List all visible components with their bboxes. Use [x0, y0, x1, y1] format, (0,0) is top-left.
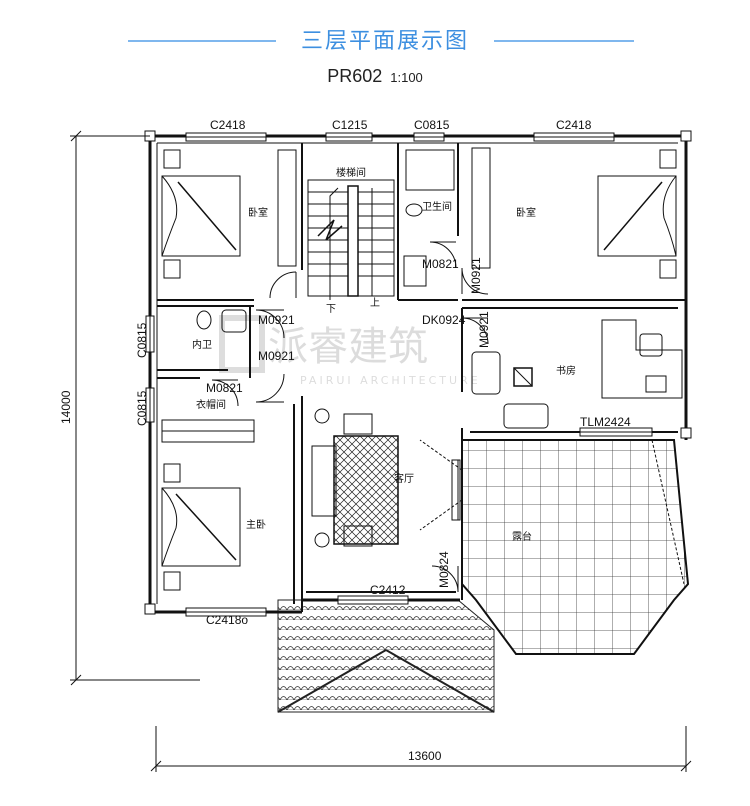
roof-ridge-left	[277, 649, 387, 713]
label-m0821-wc: M0821	[422, 257, 459, 271]
title-rule-right	[494, 40, 634, 42]
plan-scale: 1:100	[390, 70, 423, 85]
label-c0815-top: C0815	[414, 118, 450, 132]
terrace-floor	[461, 439, 690, 655]
label-c2418-top-left: C2418	[210, 118, 246, 132]
label-c0815-left-2: C0815	[135, 390, 149, 426]
living-room-furniture	[311, 408, 459, 548]
label-m0821-closet: M0821	[206, 381, 243, 395]
bathroom-fixtures	[196, 149, 455, 333]
dimension-width-value: 13600	[408, 749, 442, 763]
staircase	[307, 179, 395, 300]
window-marks	[145, 132, 653, 617]
plan-subtitle: PR602 1:100	[0, 66, 750, 87]
label-c2412: C2412	[370, 583, 406, 597]
plan-code: PR602	[327, 66, 383, 86]
dimension-height-value: 14000	[59, 390, 73, 424]
room-master: 主卧	[246, 518, 266, 531]
label-m0921-study: M0921	[477, 311, 491, 348]
label-c2418-bottom: C2418o	[206, 613, 248, 627]
label-tlm2424: TLM2424	[580, 415, 631, 429]
opening-labels: C2418 C1215 C0815 C2418 C0815 C0815 C241…	[135, 118, 631, 627]
label-c2418-top-right: C2418	[556, 118, 592, 132]
watermark: 派睿建筑 PAIRUI ARCHITECTURE	[219, 315, 481, 387]
dimension-width	[150, 726, 692, 772]
roof-ridge-right	[385, 649, 495, 713]
room-living: 客厅	[394, 472, 414, 485]
room-inner-bath: 内卫	[192, 338, 212, 351]
door-swings	[211, 241, 685, 593]
page-title: 三层平面展示图	[300, 28, 469, 53]
room-study: 书房	[556, 364, 576, 377]
bedroom-left-furniture	[161, 149, 297, 279]
room-labels: 卧室 楼梯间 卫生间 卧室 内卫 衣帽间 主卧 客厅 书房 露台 下 上	[192, 166, 576, 543]
title-rule-left	[128, 40, 276, 42]
room-stair: 楼梯间	[336, 166, 366, 179]
stair-up-mark: 上	[370, 297, 380, 309]
room-terrace: 露台	[512, 530, 532, 543]
master-bedroom-furniture	[161, 419, 255, 591]
room-bedroom-left: 卧室	[248, 206, 268, 219]
watermark-text: 派睿建筑	[268, 324, 428, 370]
label-m0921-b: M0921	[258, 349, 295, 363]
roof-tiles	[277, 599, 495, 713]
interior-walls	[157, 143, 686, 612]
dimension-height	[70, 130, 200, 686]
bedroom-right-furniture	[471, 147, 677, 279]
label-c1215: C1215	[332, 118, 368, 132]
room-bathroom: 卫生间	[422, 200, 452, 213]
label-c0815-left-1: C0815	[135, 322, 149, 358]
label-dk0924: DK0924	[422, 313, 466, 327]
label-m0921-wc: M0921	[469, 257, 483, 294]
watermark-subtext: PAIRUI ARCHITECTURE	[300, 374, 481, 387]
label-m0824: M0824	[437, 551, 451, 588]
room-bedroom-right: 卧室	[516, 206, 536, 219]
page-header: 三层平面展示图	[0, 24, 750, 60]
label-m0921-a: M0921	[258, 313, 295, 327]
room-closet: 衣帽间	[196, 398, 226, 411]
study-furniture	[471, 319, 683, 429]
stair-down-mark: 下	[326, 304, 336, 315]
